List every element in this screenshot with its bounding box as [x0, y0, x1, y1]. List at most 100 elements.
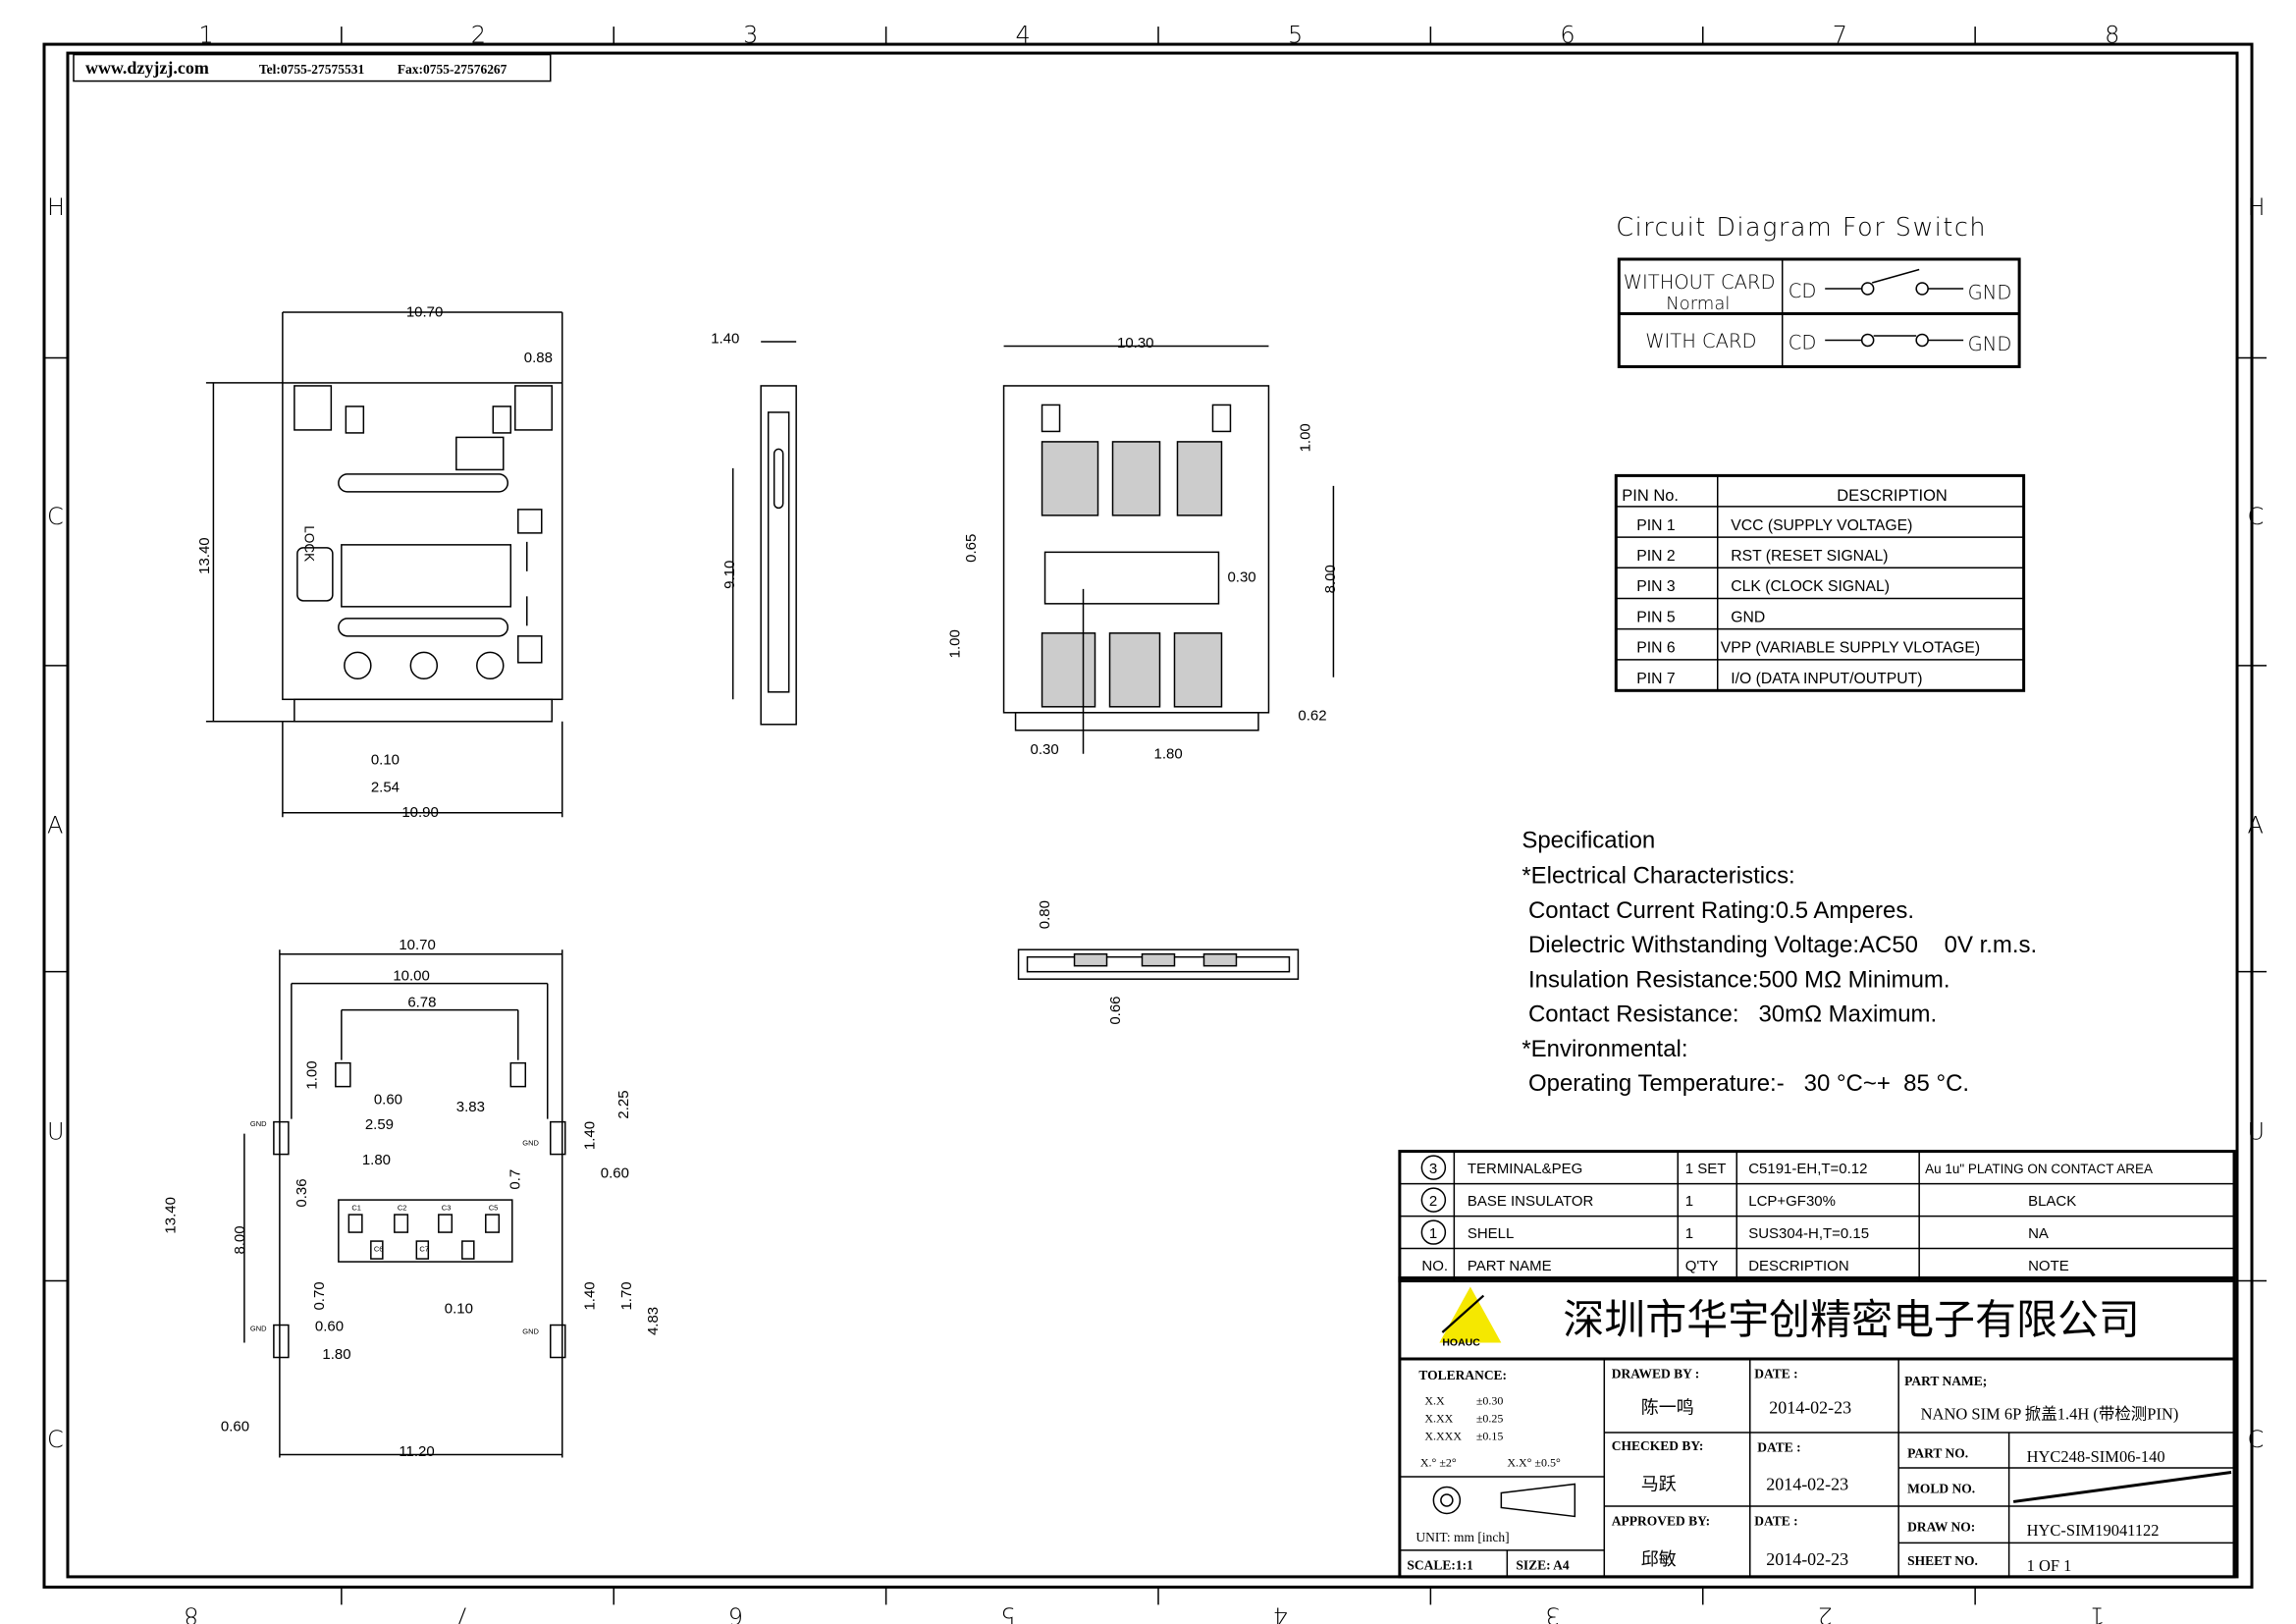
zone-number: 4	[1273, 1601, 1288, 1624]
dimension-label: 0.7	[507, 1169, 523, 1190]
bom-item-number: 3	[1429, 1161, 1437, 1177]
circuit-title: Circuit Diagram For Switch	[1616, 213, 1987, 243]
dimension-label: 1.40	[711, 330, 739, 347]
dimension-label: 2.59	[365, 1116, 394, 1133]
dimension-label: 0.66	[1107, 996, 1124, 1024]
spec-line: Operating Temperature:- 30 °C~+ 85 °C.	[1522, 1070, 1969, 1097]
tolerance-value: ±0.15	[1476, 1429, 1504, 1442]
zone-number: 4	[1016, 22, 1031, 49]
bom-part-name: SHELL	[1468, 1225, 1514, 1242]
company-name: 深圳市华宇创精密电子有限公司	[1563, 1298, 2140, 1344]
approved-label: APPROVED BY:	[1612, 1513, 1710, 1528]
zone-letter: C	[47, 503, 64, 530]
spec-line: *Electrical Characteristics:	[1522, 863, 1794, 890]
unit: UNIT: mm [inch]	[1415, 1530, 1509, 1544]
gnd-pad-label: GND	[522, 1327, 539, 1336]
part-name: NANO SIM 6P 掀盖1.4H (带检测PIN)	[1921, 1404, 2179, 1423]
item-number-circle	[1420, 1219, 1447, 1245]
gnd-label: GND	[1968, 333, 2012, 355]
draw-no: HYC-SIM19041122	[2027, 1521, 2160, 1540]
zone-number: 5	[1288, 22, 1303, 49]
bom-header: NO.	[1421, 1258, 1448, 1274]
angle-tolerance-fine: X.X° ±0.5°	[1507, 1455, 1561, 1469]
bom-qty: 1	[1685, 1193, 1693, 1210]
dimension-label: 13.40	[196, 537, 213, 574]
profile-view	[1017, 948, 1300, 980]
part-name-label: PART NAME;	[1904, 1374, 1987, 1388]
dimension-label: 0.60	[221, 1418, 249, 1435]
pin-pad-label: C2	[398, 1204, 407, 1213]
bom-part-name: BASE INSULATOR	[1468, 1193, 1594, 1210]
bom-description: C5191-EH,T=0.12	[1748, 1161, 1867, 1177]
dimension-label: 0.65	[963, 534, 980, 563]
side-view	[731, 341, 797, 726]
angle-tolerance: X.° ±2°	[1420, 1455, 1457, 1469]
bom-item-number: 2	[1429, 1193, 1437, 1210]
tolerance-value: ±0.30	[1476, 1393, 1504, 1407]
dimension-label: 0.10	[371, 751, 400, 768]
zone-number: 2	[1817, 1601, 1832, 1624]
contact-view	[1002, 345, 1335, 754]
bom-qty: 1 SET	[1685, 1161, 1727, 1177]
dimension-label: 0.30	[1227, 568, 1255, 585]
circuit-sub-0: Normal	[1666, 294, 1730, 314]
cd-label: CD	[1789, 280, 1817, 302]
cd-label: CD	[1789, 331, 1817, 353]
tolerance-label: TOLERANCE:	[1418, 1368, 1507, 1382]
dimension-label: 0.88	[524, 350, 553, 366]
part-no-label: PART NO.	[1907, 1445, 1968, 1460]
circuit-diagram: Circuit Diagram For Switch WITHOUT CARD …	[1616, 213, 2021, 368]
dimension-label: 1.80	[1153, 745, 1182, 762]
dimension-label: 0.30	[1031, 741, 1059, 758]
gnd-pad-label: GND	[250, 1325, 267, 1333]
tolerance-format: X.XXX	[1424, 1429, 1462, 1442]
pcb-footprint-view	[243, 949, 566, 1458]
date-label: DATE :	[1754, 1367, 1797, 1381]
part-no: HYC248-SIM06-140	[2027, 1447, 2165, 1466]
dimension-label: 0.62	[1298, 707, 1326, 724]
spec-line: Contact Resistance: 30mΩ Maximum.	[1522, 1001, 1937, 1028]
zone-letter: H	[2248, 193, 2266, 221]
item-number-circle	[1420, 1187, 1447, 1213]
checked-by: 马跃	[1641, 1474, 1677, 1493]
sheet-no: 1 OF 1	[2027, 1556, 2072, 1575]
gnd-pad-label: GND	[522, 1139, 539, 1148]
zone-letter: A	[2248, 812, 2264, 839]
bom-description: LCP+GF30%	[1748, 1193, 1836, 1210]
checked-date: 2014-02-23	[1766, 1474, 1848, 1493]
pin-pad-label: C5	[489, 1204, 499, 1213]
top-view: LOCK	[205, 311, 563, 818]
dimension-label: 1.70	[618, 1281, 635, 1310]
pin-pad-label: C1	[351, 1204, 361, 1213]
bom-note: Au 1u" PLATING ON CONTACT AREA	[1925, 1162, 2153, 1176]
dimension-label: 6.78	[407, 995, 436, 1011]
zone-number: 1	[2090, 1601, 2105, 1624]
zone-number: 8	[2105, 22, 2119, 49]
drawn-label: DRAWED BY :	[1612, 1367, 1699, 1381]
circuit-state-1: WITH CARD	[1645, 330, 1756, 352]
dimension-label: 13.40	[162, 1197, 179, 1234]
tel: Tel:0755-27575531	[259, 62, 365, 77]
zone-letter: A	[47, 812, 63, 839]
fax: Fax:0755-27576267	[398, 62, 507, 77]
drawn-by: 陈一鸣	[1641, 1397, 1694, 1417]
zone-letter: C	[2248, 1426, 2265, 1453]
dimension-label: 0.10	[445, 1301, 473, 1318]
zone-number: 8	[184, 1601, 198, 1624]
lock-label: LOCK	[301, 525, 316, 562]
tolerance-format: X.X	[1424, 1393, 1445, 1407]
dimension-label: 1.00	[1297, 423, 1313, 452]
pin-description: VCC (SUPPLY VOLTAGE)	[1731, 517, 1912, 534]
spec-line: *Environmental:	[1522, 1036, 1687, 1062]
spec-line: Dielectric Withstanding Voltage:AC50 0V …	[1522, 932, 2037, 958]
outer-frame	[42, 42, 2254, 1589]
bom-note: NA	[2028, 1225, 2049, 1242]
dimension-label: 3.83	[456, 1099, 485, 1115]
pin-header-desc: DESCRIPTION	[1837, 487, 1948, 505]
dimension-label: 8.00	[232, 1225, 248, 1254]
pin-number: PIN 1	[1636, 517, 1675, 534]
logo-text: HOAUC	[1442, 1338, 1480, 1349]
pin-description: I/O (DATA INPUT/OUTPUT)	[1731, 671, 1922, 687]
spec-title: Specification	[1522, 828, 1655, 854]
